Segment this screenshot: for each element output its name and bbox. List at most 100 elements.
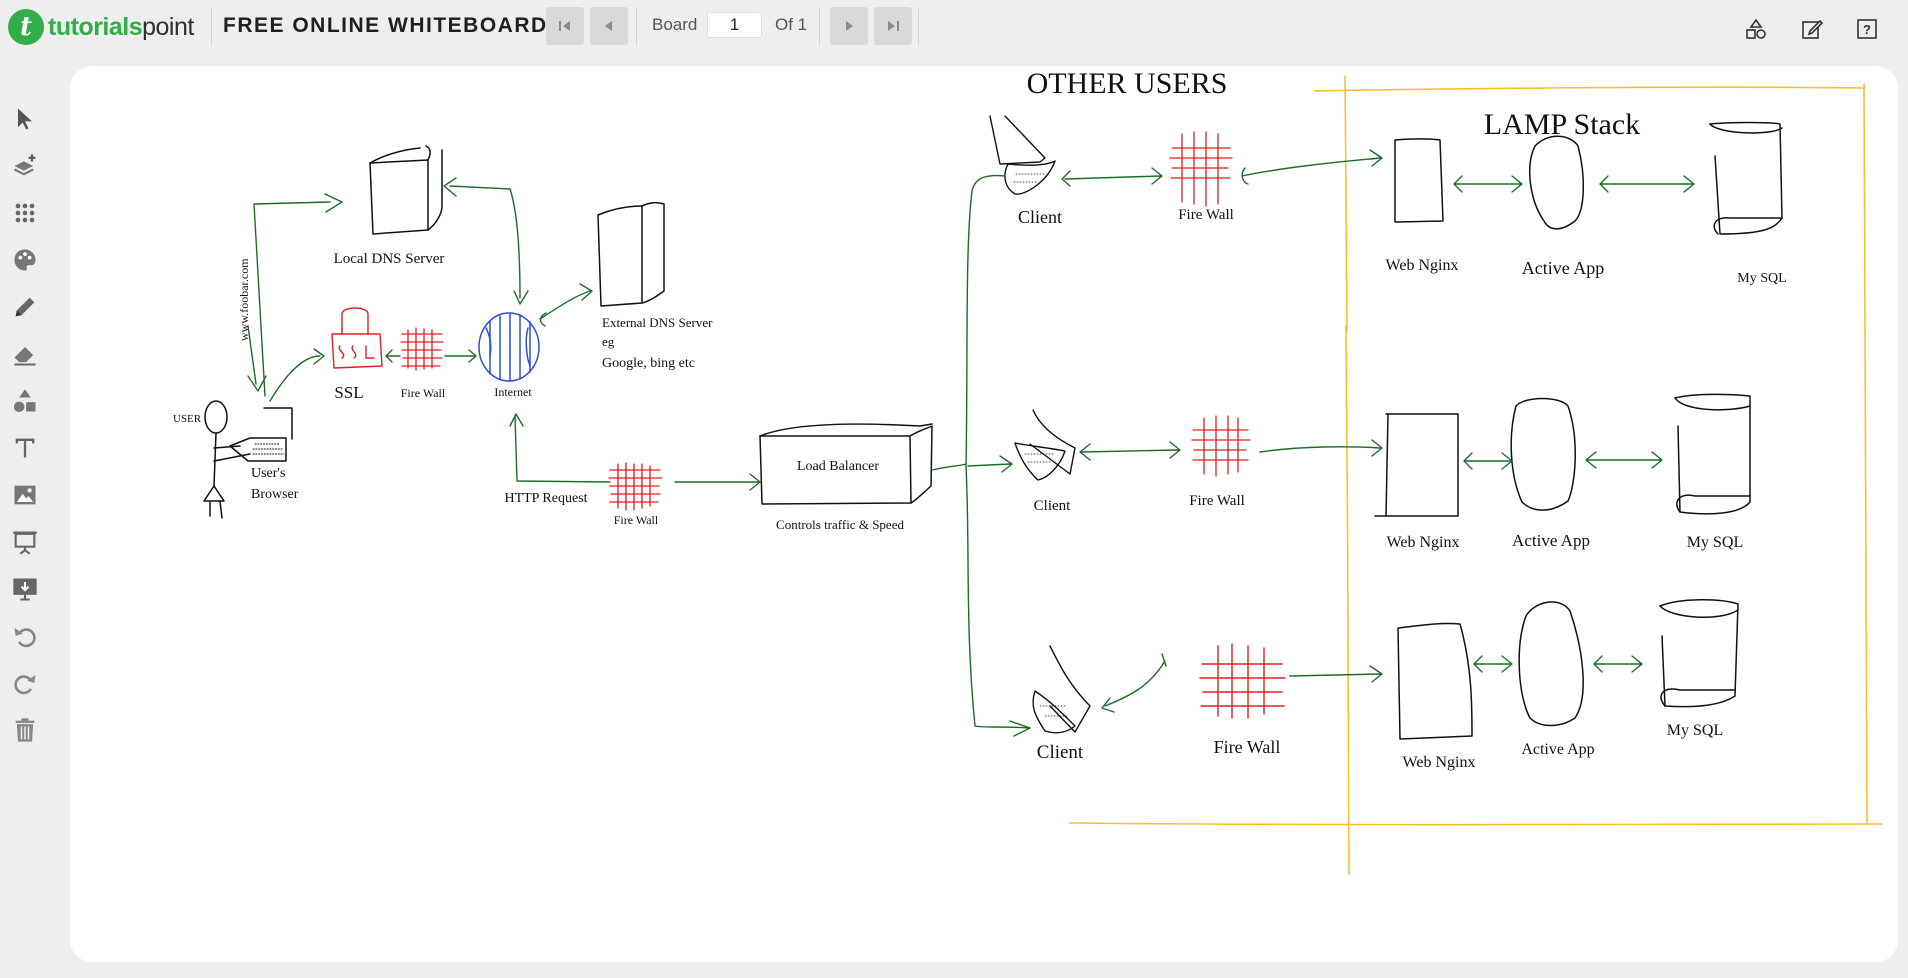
- select-tool[interactable]: [0, 95, 50, 142]
- tool-sidebar: [0, 95, 50, 753]
- client-shape-1: [989, 115, 1056, 195]
- shapes-icon: [13, 388, 36, 412]
- board-number-input[interactable]: [707, 12, 762, 38]
- connection-arrows: [247, 149, 1695, 737]
- app-shape-2: [1510, 397, 1576, 511]
- users-browser-label-1: User's: [251, 466, 285, 481]
- firewall-shape-1: [1169, 131, 1233, 207]
- last-page-icon: [888, 21, 899, 31]
- undo-button[interactable]: [0, 612, 50, 659]
- fw-label-3: Fire Wall: [1214, 737, 1281, 757]
- firewall-small-label: Fire Wall: [401, 386, 446, 400]
- whiteboard-canvas[interactable]: OTHER USERS LAMP Stack Local DNS Server …: [70, 66, 1898, 962]
- sql-shape-3: [1659, 598, 1739, 708]
- sql-label-3: My SQL: [1667, 722, 1723, 739]
- svg-text:?: ?: [1863, 22, 1871, 37]
- lamp-stack-label: LAMP Stack: [1484, 108, 1640, 141]
- help-icon: ?: [1857, 19, 1877, 39]
- firewall-shape-3: [1199, 643, 1286, 719]
- foobar-label: www.foobar.com: [237, 258, 251, 341]
- app-label-2: Active App: [1512, 531, 1590, 550]
- sql-shape-1: [1709, 121, 1783, 235]
- prev-page-button[interactable]: [590, 7, 628, 45]
- redo-button[interactable]: [0, 659, 50, 706]
- app-title: FREE ONLINE WHITEBOARD: [223, 14, 548, 37]
- client-label-1: Client: [1018, 207, 1062, 227]
- sql-label-1: My SQL: [1737, 271, 1786, 286]
- eraser-icon: [14, 346, 36, 366]
- logo-mark-icon: t: [8, 9, 44, 45]
- pointer-icon: [18, 108, 32, 129]
- shapes-tool[interactable]: [0, 377, 50, 424]
- board-label: Board: [652, 15, 698, 34]
- first-page-button[interactable]: [546, 7, 584, 45]
- local-dns-label: Local DNS Server: [334, 251, 445, 267]
- nginx-label-1: Web Nginx: [1386, 257, 1459, 274]
- firewall-shape-2: [1191, 415, 1251, 477]
- image-icon: [14, 485, 36, 504]
- divider: [918, 9, 919, 45]
- logo-text: tutorialspoint: [48, 13, 194, 42]
- client-shape-2: [1014, 409, 1076, 481]
- pencil-tool[interactable]: [0, 283, 50, 330]
- ssl-lock-shape: [331, 307, 383, 369]
- divider: [819, 9, 820, 45]
- logo[interactable]: t tutorialspoint: [8, 9, 194, 45]
- palette-tool[interactable]: [0, 236, 50, 283]
- controls-traffic-label: Controls traffic & Speed: [776, 517, 904, 532]
- presentation-icon: [13, 531, 37, 555]
- fw-label-2: Fire Wall: [1189, 493, 1245, 509]
- presentation-tool[interactable]: [0, 518, 50, 565]
- palette-icon: [14, 249, 36, 270]
- next-page-button[interactable]: [830, 7, 868, 45]
- external-dns-label-2: eg: [602, 334, 615, 349]
- app-label-3: Active App: [1521, 741, 1594, 758]
- client-label-2: Client: [1034, 498, 1071, 514]
- firewall-http-label: Fire Wall: [614, 513, 659, 527]
- load-balancer-shape: [759, 423, 933, 505]
- internet-label: Internet: [494, 385, 532, 399]
- external-dns-server-shape: [597, 201, 665, 307]
- board-count-label: Of 1: [775, 15, 808, 34]
- clear-board-button[interactable]: [0, 706, 50, 753]
- add-layer-tool[interactable]: [0, 142, 50, 189]
- firewall-http-shape: [608, 462, 663, 511]
- prev-page-icon: [605, 21, 612, 31]
- edit-note-button[interactable]: [1798, 15, 1826, 43]
- nginx-label-2: Web Nginx: [1387, 534, 1460, 551]
- client-shape-3: [1032, 645, 1091, 734]
- dot-grid-icon: [15, 203, 35, 222]
- text-tool[interactable]: [0, 424, 50, 471]
- sql-label-2: My SQL: [1687, 534, 1743, 551]
- other-users-label: OTHER USERS: [1027, 67, 1228, 100]
- last-page-button[interactable]: [874, 7, 912, 45]
- sql-shape-2: [1674, 393, 1751, 515]
- download-screen-icon: [13, 578, 37, 601]
- dot-grid-tool[interactable]: [0, 189, 50, 236]
- whiteboard-drawing[interactable]: OTHER USERS LAMP Stack Local DNS Server …: [70, 66, 1898, 962]
- shapes-button[interactable]: [1742, 15, 1770, 43]
- undo-icon: [14, 627, 36, 647]
- app-shape-3: [1518, 601, 1584, 727]
- eraser-tool[interactable]: [0, 330, 50, 377]
- trash-icon: [15, 717, 35, 742]
- nginx-label-3: Web Nginx: [1403, 754, 1476, 771]
- user-figure-shape: [203, 400, 293, 519]
- help-button[interactable]: ?: [1853, 15, 1881, 43]
- external-dns-label-1: External DNS Server: [602, 315, 713, 330]
- external-dns-label-3: Google, bing etc: [602, 356, 695, 371]
- nginx-shape-1: [1394, 138, 1444, 223]
- logo-text-part1: tutorials: [48, 12, 143, 41]
- shapes-icon: [1746, 18, 1766, 39]
- image-tool[interactable]: [0, 471, 50, 518]
- http-request-label: HTTP Request: [504, 491, 587, 506]
- app-label-1: Active App: [1522, 258, 1605, 278]
- lamp-stack-frame: [1069, 75, 1883, 875]
- next-page-icon: [846, 21, 853, 31]
- load-balancer-label: Load Balancer: [797, 459, 879, 474]
- divider: [636, 9, 637, 45]
- whiteboard-labels: OTHER USERS LAMP Stack Local DNS Server …: [173, 67, 1787, 771]
- download-screen-tool[interactable]: [0, 565, 50, 612]
- client-label-3: Client: [1037, 742, 1084, 763]
- redo-icon: [14, 674, 36, 694]
